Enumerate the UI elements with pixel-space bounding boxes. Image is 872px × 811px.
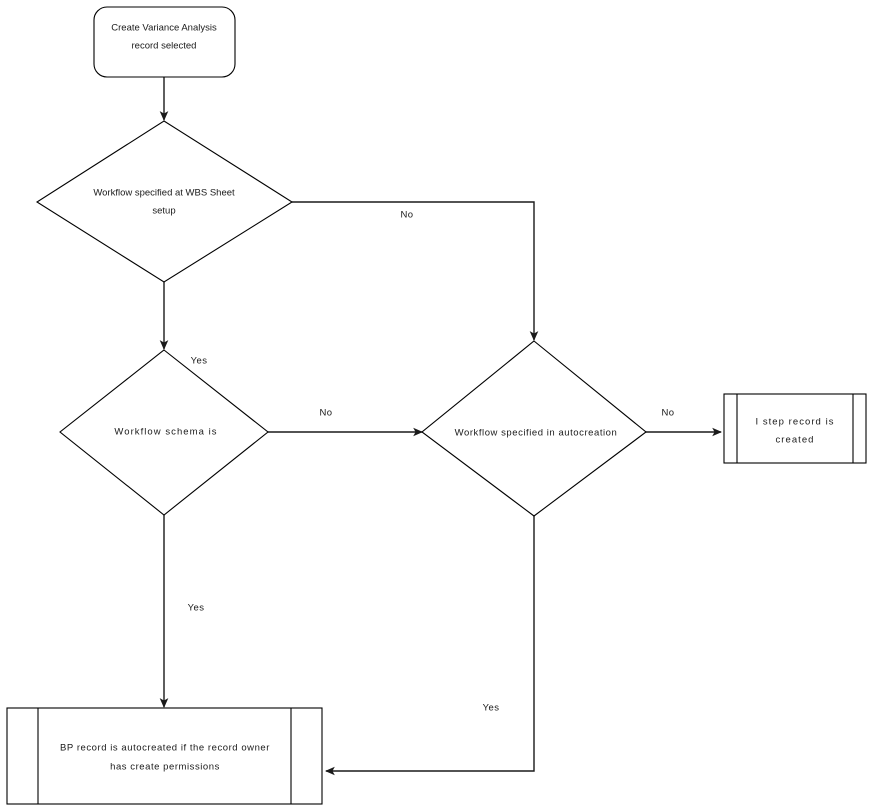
node-decision-wbs-shape[interactable] — [35, 120, 294, 283]
node-decision-autocreation-label: Workflow specified in autocreation — [455, 428, 618, 439]
node-result-bp-shape[interactable] — [6, 707, 323, 805]
node-decision-wbs-label-line2: setup — [152, 206, 175, 217]
edge-label-schema-yes: Yes — [188, 603, 205, 614]
node-result-istep-label-line2: created — [775, 435, 814, 446]
node-start-label-line1: Create Variance Analysis — [111, 23, 217, 34]
edge-wbs-no-to-autocreation — [292, 201, 539, 341]
node-start-label-line2: record selected — [132, 41, 197, 52]
node-start-shape[interactable] — [93, 6, 236, 78]
node-decision-schema-shape[interactable] — [59, 349, 269, 516]
node-result-bp-label-line1: BP record is autocreated if the record o… — [60, 743, 270, 754]
edge-label-schema-no: No — [320, 408, 333, 419]
node-result-istep-shape[interactable] — [723, 393, 867, 464]
edge-autocreation-yes-to-bp — [325, 516, 535, 776]
edge-label-autocreation-yes: Yes — [483, 703, 500, 714]
node-result-istep-label-line1: I step record is — [755, 417, 834, 428]
edge-label-wbs-yes: Yes — [191, 356, 208, 367]
edge-label-autocreation-no: No — [662, 408, 675, 419]
node-result-bp-label-line2: has create permissions — [110, 762, 220, 773]
node-decision-wbs-label-line1: Workflow specified at WBS Sheet — [93, 188, 235, 199]
node-decision-autocreation-shape[interactable] — [421, 340, 647, 517]
edge-label-wbs-no: No — [401, 210, 414, 221]
node-decision-schema-label: Workflow schema is — [114, 427, 217, 438]
